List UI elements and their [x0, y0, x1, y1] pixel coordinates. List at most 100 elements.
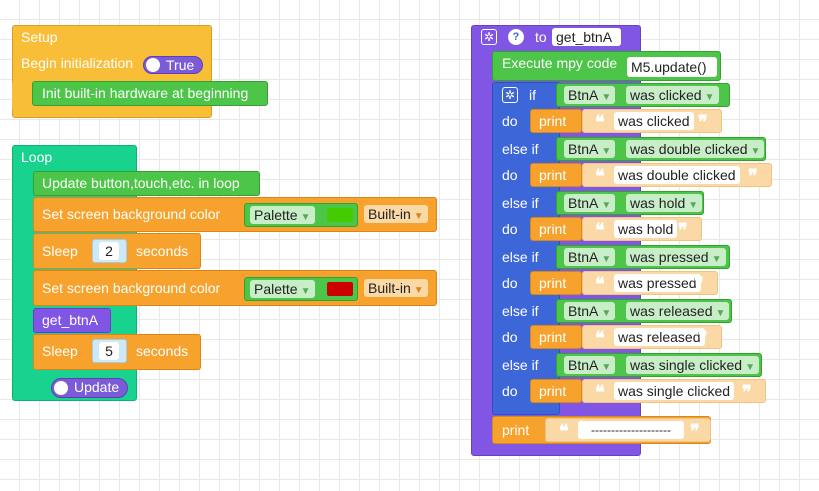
palette-dropdown-1[interactable]: Palette▼ — [250, 206, 315, 224]
init-hardware-label: Init built-in hardware at beginning — [42, 85, 249, 101]
toggle-knob — [146, 58, 160, 72]
chevron-down-icon: ▼ — [601, 200, 612, 211]
chevron-down-icon: ▼ — [711, 254, 722, 265]
button-select-label: BtnA — [568, 249, 599, 265]
text-field-final[interactable]: -------------------- — [578, 421, 684, 439]
gear-icon[interactable]: ✲ — [481, 29, 497, 45]
event-select-dropdown[interactable]: was clicked▼ — [626, 86, 719, 104]
else-if-label: else if — [502, 357, 539, 373]
print-text-field[interactable]: was pressed — [614, 274, 701, 292]
update-button-touch-block[interactable] — [33, 171, 260, 196]
palette-dropdown-label: Palette — [254, 207, 298, 223]
event-select-label: was pressed — [630, 249, 709, 265]
chevron-down-icon: ▼ — [745, 362, 755, 373]
close-quote-icon: ❞ — [694, 274, 704, 294]
print-block[interactable] — [530, 217, 582, 241]
chevron-down-icon: ▼ — [413, 211, 424, 222]
button-select-dropdown[interactable]: BtnA▼ — [564, 86, 616, 104]
event-select-dropdown[interactable]: was double clicked▼ — [626, 140, 765, 158]
chevron-down-icon: ▼ — [601, 254, 612, 265]
else-if-label: else if — [502, 249, 539, 265]
chevron-down-icon: ▼ — [413, 285, 424, 296]
execute-mpy-code-field[interactable]: M5.update() — [627, 57, 717, 77]
init-hardware-block[interactable] — [32, 81, 268, 106]
print-block[interactable] — [530, 379, 582, 403]
close-quote-icon: ❞ — [678, 220, 688, 240]
begin-initialization-toggle[interactable]: True — [143, 56, 204, 74]
open-quote-icon: ❝ — [595, 166, 605, 186]
print-block[interactable] — [530, 109, 582, 133]
print-block[interactable] — [530, 325, 582, 349]
do-label: do — [502, 167, 518, 183]
event-select-dropdown[interactable]: was pressed▼ — [626, 248, 726, 266]
sleep-value-input-2[interactable]: 5 — [99, 342, 119, 360]
print-block[interactable] — [530, 163, 582, 187]
chevron-down-icon: ▼ — [750, 146, 761, 157]
event-select-dropdown[interactable]: was hold▼ — [626, 194, 703, 212]
print-label: print — [539, 383, 567, 399]
event-select-label: was released — [630, 303, 713, 319]
toggle-label: Update — [74, 379, 120, 395]
button-select-dropdown[interactable]: BtnA▼ — [564, 194, 616, 212]
do-label: do — [502, 113, 518, 129]
palette-dropdown-label: Palette — [254, 281, 298, 297]
update-toggle[interactable]: Update — [51, 378, 129, 398]
else-if-label: else if — [502, 195, 539, 211]
if-label: if — [529, 87, 536, 103]
builtin-dropdown-1[interactable]: Built-in▼ — [364, 205, 428, 223]
print-label: print — [539, 275, 567, 291]
event-select-dropdown[interactable]: was single clicked▼ — [626, 356, 759, 374]
seconds-label-1: seconds — [136, 243, 189, 259]
print-text-field[interactable]: was clicked — [614, 112, 694, 130]
else-if-label: else if — [502, 303, 539, 319]
print-text-field[interactable]: was hold — [614, 220, 678, 238]
chevron-down-icon: ▼ — [300, 212, 311, 223]
if-else-block[interactable] — [492, 82, 560, 415]
print-text-field[interactable]: was single clicked — [614, 382, 735, 400]
do-label: do — [502, 383, 518, 399]
event-select-label: was clicked — [630, 87, 702, 103]
function-name-field[interactable]: get_btnA — [552, 28, 621, 46]
do-label: do — [502, 329, 518, 345]
function-to-label: to — [535, 29, 547, 45]
print-label: print — [539, 329, 567, 345]
palette-dropdown-2[interactable]: Palette▼ — [250, 280, 315, 298]
call-get-btna-block[interactable] — [33, 308, 111, 333]
chevron-down-icon: ▼ — [601, 146, 612, 157]
sleep-value-input-1[interactable]: 2 — [99, 242, 119, 260]
else-if-label: else if — [502, 141, 539, 157]
button-select-label: BtnA — [568, 303, 599, 319]
print-text-field[interactable]: was double clicked — [614, 166, 740, 184]
print-text-field[interactable]: was released — [614, 328, 705, 346]
button-select-dropdown[interactable]: BtnA▼ — [564, 248, 616, 266]
chevron-down-icon: ▼ — [601, 362, 612, 373]
button-select-dropdown[interactable]: BtnA▼ — [564, 140, 616, 158]
close-quote-icon: ❞ — [748, 166, 758, 186]
do-label: do — [502, 275, 518, 291]
print-label: print — [539, 167, 567, 183]
color-swatch-green[interactable] — [327, 208, 353, 222]
color-swatch-red[interactable] — [327, 282, 353, 296]
event-select-label: was single clicked — [630, 357, 743, 373]
chevron-down-icon: ▼ — [704, 92, 715, 103]
builtin-dropdown-label: Built-in — [368, 280, 411, 296]
print-block[interactable] — [530, 271, 582, 295]
button-select-label: BtnA — [568, 87, 599, 103]
chevron-down-icon: ▼ — [300, 286, 311, 297]
help-icon[interactable]: ? — [508, 29, 524, 45]
button-select-dropdown[interactable]: BtnA▼ — [564, 302, 616, 320]
set-screen-bg-label-2: Set screen background color — [42, 280, 221, 296]
gear-icon[interactable]: ✲ — [502, 87, 518, 103]
print-label-final: print — [502, 422, 530, 438]
builtin-dropdown-2[interactable]: Built-in▼ — [364, 279, 428, 297]
update-button-touch-label: Update button,touch,etc. in loop — [42, 175, 240, 191]
setup-title: Setup — [21, 29, 58, 45]
button-select-dropdown[interactable]: BtnA▼ — [564, 356, 616, 374]
open-quote-icon: ❝ — [595, 382, 605, 402]
print-label: print — [539, 221, 567, 237]
do-label: do — [502, 221, 518, 237]
chevron-down-icon: ▼ — [601, 308, 612, 319]
loop-title: Loop — [21, 149, 53, 165]
event-select-dropdown[interactable]: was released▼ — [626, 302, 730, 320]
event-select-label: was double clicked — [630, 141, 748, 157]
